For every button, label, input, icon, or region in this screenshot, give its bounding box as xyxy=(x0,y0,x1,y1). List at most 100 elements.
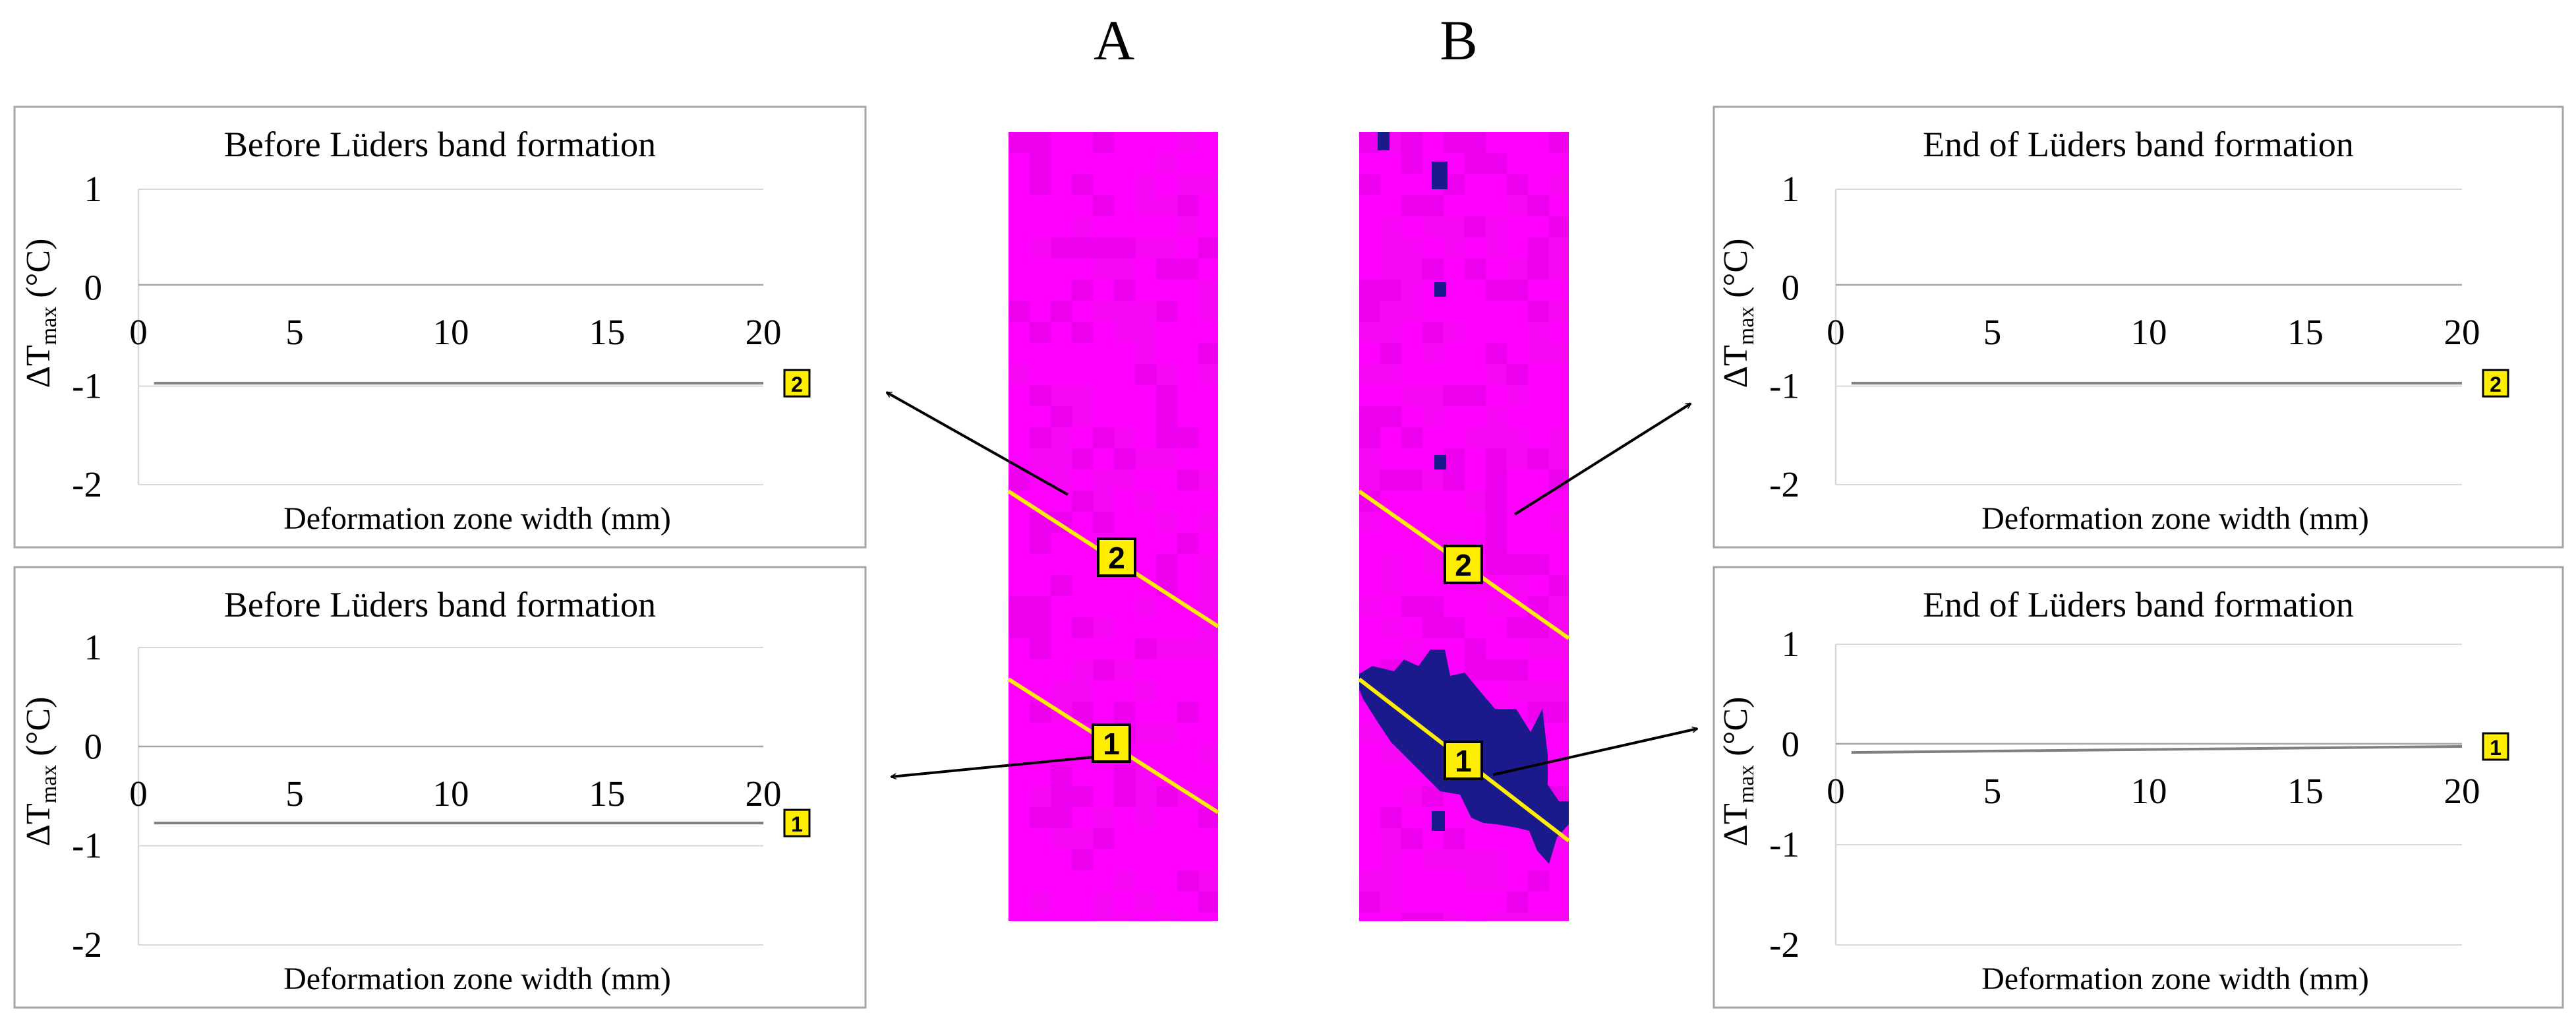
thermal-pixel xyxy=(1093,512,1114,533)
thermal-pixel xyxy=(1051,575,1072,596)
thermal-pixel xyxy=(1507,575,1528,596)
thermal-pixel xyxy=(1051,681,1072,702)
thermal-pixel xyxy=(1486,280,1507,301)
thermal-pixel xyxy=(1422,470,1444,491)
thermal-b-badge-2-label: 2 xyxy=(1455,548,1472,582)
thermal-pixel xyxy=(1507,659,1528,681)
thermal-pixel xyxy=(1528,870,1549,892)
thermal-pixel xyxy=(1135,638,1156,659)
thermal-image-b: 2 1 xyxy=(1358,132,1570,921)
chart-0-badge-box xyxy=(783,369,811,398)
thermal-pixel xyxy=(1030,596,1051,617)
thermal-pixel xyxy=(1444,322,1465,343)
thermal-pixel xyxy=(1093,807,1114,828)
thermal-pixel xyxy=(1156,195,1177,216)
thermal-pixel xyxy=(1051,765,1072,786)
chart-2-ylabel-symbol: ΔT xyxy=(1717,345,1755,388)
thermal-pixel xyxy=(1486,343,1507,364)
chart-3-series-badge: 1 xyxy=(2482,732,2509,761)
thermal-pixel xyxy=(1380,301,1401,322)
thermal-pixel xyxy=(1072,406,1093,427)
thermal-pixel xyxy=(1380,343,1401,364)
thermal-pixel xyxy=(1549,575,1569,596)
thermal-a-badge-2: 2 xyxy=(1097,537,1136,577)
thermal-pixel xyxy=(1401,427,1422,448)
chart-2-ylabel: ΔTmax (°C) xyxy=(1717,239,1759,388)
thermal-pixel xyxy=(1486,913,1507,921)
thermal-pixel xyxy=(1072,174,1093,195)
thermal-pixel xyxy=(1030,322,1051,343)
thermal-pixel xyxy=(1507,892,1528,913)
thermal-pixel xyxy=(1528,448,1549,470)
thermal-pixel xyxy=(1465,153,1486,174)
thermal-pixel xyxy=(1528,913,1549,921)
thermal-pixel xyxy=(1156,913,1177,921)
thermal-pixel xyxy=(1072,659,1093,681)
chart-3-ytick-label: -2 xyxy=(1769,924,1800,965)
thermal-pixel xyxy=(1380,892,1401,913)
thermal-pixel xyxy=(1198,280,1218,301)
thermal-pixel xyxy=(1359,174,1380,195)
thermal-pixel xyxy=(1198,870,1218,892)
thermal-pixel xyxy=(1156,153,1177,174)
thermal-pixel xyxy=(1093,892,1114,913)
thermal-pixel xyxy=(1549,913,1569,921)
thermal-pixel xyxy=(1359,470,1380,491)
thermal-pixel xyxy=(1401,301,1422,322)
thermal-pixel xyxy=(1009,364,1030,385)
thermal-pixel xyxy=(1177,174,1198,195)
chart-0-series-badge: 2 xyxy=(783,369,811,398)
chart-0-xtick-label: 0 xyxy=(129,312,148,352)
thermal-pixel xyxy=(1009,301,1030,322)
thermal-pixel xyxy=(1177,132,1198,153)
thermal-pixel xyxy=(1072,786,1093,807)
thermal-pixel xyxy=(1072,237,1093,258)
chart-2-xlabel: Deformation zone width (mm) xyxy=(1981,501,2369,536)
thermal-pixel xyxy=(1072,448,1093,470)
thermal-a-badge-2-label: 2 xyxy=(1108,541,1125,575)
thermal-pixel xyxy=(1486,406,1507,427)
thermal-pixel xyxy=(1198,638,1218,659)
thermal-pixel xyxy=(1093,427,1114,448)
chart-3-frame xyxy=(1712,566,2564,1009)
thermal-pixel xyxy=(1135,322,1156,343)
thermal-pixel xyxy=(1156,512,1177,533)
thermal-pixel xyxy=(1072,216,1093,237)
chart-1-badge-box xyxy=(783,808,811,837)
chart-2-title: End of Lüders band formation xyxy=(1923,125,2354,164)
chart-1-ylabel-subscript: max xyxy=(37,765,61,804)
chart-2-ylabel-unit: (°C) xyxy=(1717,239,1755,307)
chart-3-xtick-label: 20 xyxy=(2444,771,2480,811)
thermal-pixel xyxy=(1114,470,1135,491)
thermal-pixel xyxy=(1177,470,1198,491)
thermal-pixel xyxy=(1177,702,1198,723)
thermal-pixel xyxy=(1486,491,1507,512)
thermal-pixel xyxy=(1072,280,1093,301)
arrow-b-1 xyxy=(1492,729,1697,776)
thermal-pixel xyxy=(1422,216,1444,237)
chart-1-xtick-label: 15 xyxy=(589,773,626,814)
thermal-pixel xyxy=(1507,617,1528,638)
thermal-pixel xyxy=(1198,237,1218,258)
thermal-pixel xyxy=(1051,448,1072,470)
thermal-pixel xyxy=(1135,786,1156,807)
thermal-pixel xyxy=(1401,153,1422,174)
thermal-pixel xyxy=(1444,385,1465,406)
chart-2-ytick-label: -2 xyxy=(1769,464,1800,504)
thermal-pixel xyxy=(1177,258,1198,280)
chart-2-frame xyxy=(1712,106,2564,549)
thermal-pixel xyxy=(1177,870,1198,892)
thermal-pixel xyxy=(1198,744,1218,765)
thermal-pixel xyxy=(1401,913,1422,921)
thermal-pixel xyxy=(1528,237,1549,258)
thermal-pixel xyxy=(1135,681,1156,702)
thermal-pixel xyxy=(1507,174,1528,195)
thermal-pixel xyxy=(1401,258,1422,280)
thermal-pixel xyxy=(1401,470,1422,491)
thermal-pixel xyxy=(1156,427,1177,448)
thermal-pixel xyxy=(1549,237,1569,258)
thermal-pixel xyxy=(1177,533,1198,554)
thermal-pixel xyxy=(1359,723,1380,744)
thermal-pixel xyxy=(1486,427,1507,448)
